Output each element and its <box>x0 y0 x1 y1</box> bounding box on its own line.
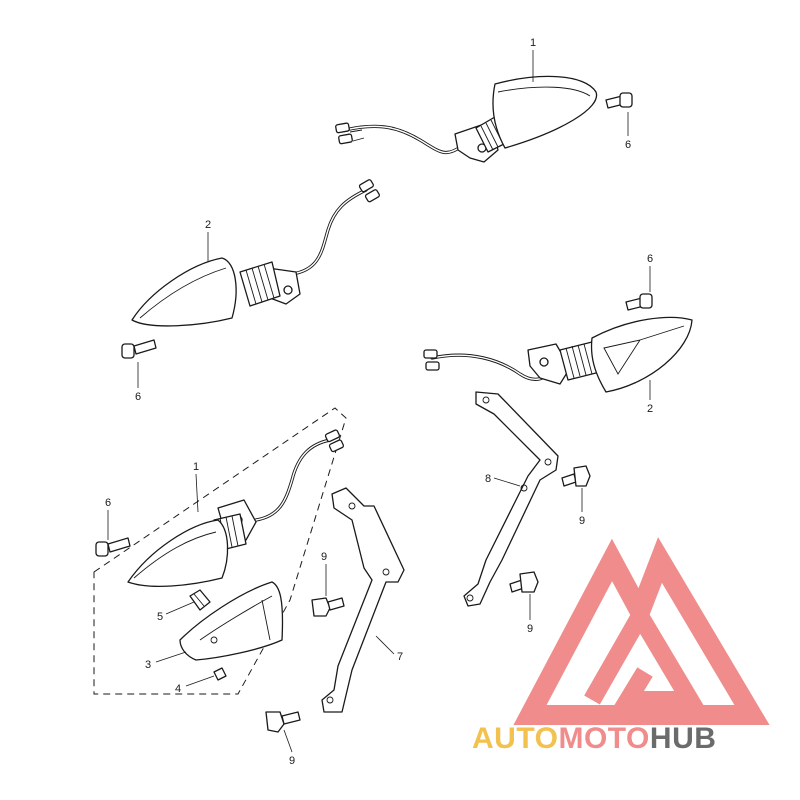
bolt-9-right-top <box>561 465 591 487</box>
watermark-moto: MOTO <box>558 722 649 755</box>
screw-6-bottom-left <box>95 537 131 557</box>
callout-2-left: 2 <box>205 219 211 231</box>
bolt-9-mid <box>311 597 345 617</box>
callout-9-bottom: 9 <box>289 755 295 767</box>
watermark-auto: AUTO <box>472 722 558 755</box>
logo-outer-triangle <box>513 537 770 725</box>
callout-5: 5 <box>157 611 163 623</box>
callout-1-bottom: 1 <box>193 461 199 473</box>
bolt-9-bottom <box>265 711 301 733</box>
indicator-left-rear-assembly <box>93 407 347 695</box>
leader-lines <box>107 50 651 753</box>
callout-9-right-bottom: 9 <box>527 623 533 635</box>
callout-6-left: 6 <box>135 391 141 403</box>
callout-2-right: 2 <box>647 403 653 415</box>
callout-labels: 1 6 2 6 6 2 1 8 6 9 9 5 9 7 3 4 9 <box>105 37 653 767</box>
callout-9-mid: 9 <box>321 551 327 563</box>
bracket-right <box>463 391 559 607</box>
indicator-left-front <box>131 179 380 327</box>
callout-6-bottom-left: 6 <box>105 497 111 509</box>
callout-8: 8 <box>485 473 491 485</box>
callout-9-right-top: 9 <box>579 515 585 527</box>
watermark-hub: HUB <box>650 722 717 755</box>
callout-3: 3 <box>145 659 151 671</box>
logo-inner-shape <box>584 598 706 709</box>
indicator-top-right-rear <box>335 75 598 163</box>
bolt-9-right-bottom <box>509 571 539 593</box>
screw-6-left <box>121 339 157 359</box>
watermark-logo <box>513 537 770 725</box>
watermark-text: AUTOMOTOHUB <box>472 722 716 755</box>
callout-1-top: 1 <box>530 37 536 49</box>
bracket-left <box>321 487 405 713</box>
callout-4: 4 <box>175 683 181 695</box>
callout-6-right: 6 <box>647 253 653 265</box>
screw-6-top <box>605 92 633 109</box>
indicator-right-front <box>423 316 693 393</box>
callout-6-top: 6 <box>625 139 631 151</box>
callout-7: 7 <box>397 651 403 663</box>
screw-6-mid-right <box>625 293 653 311</box>
